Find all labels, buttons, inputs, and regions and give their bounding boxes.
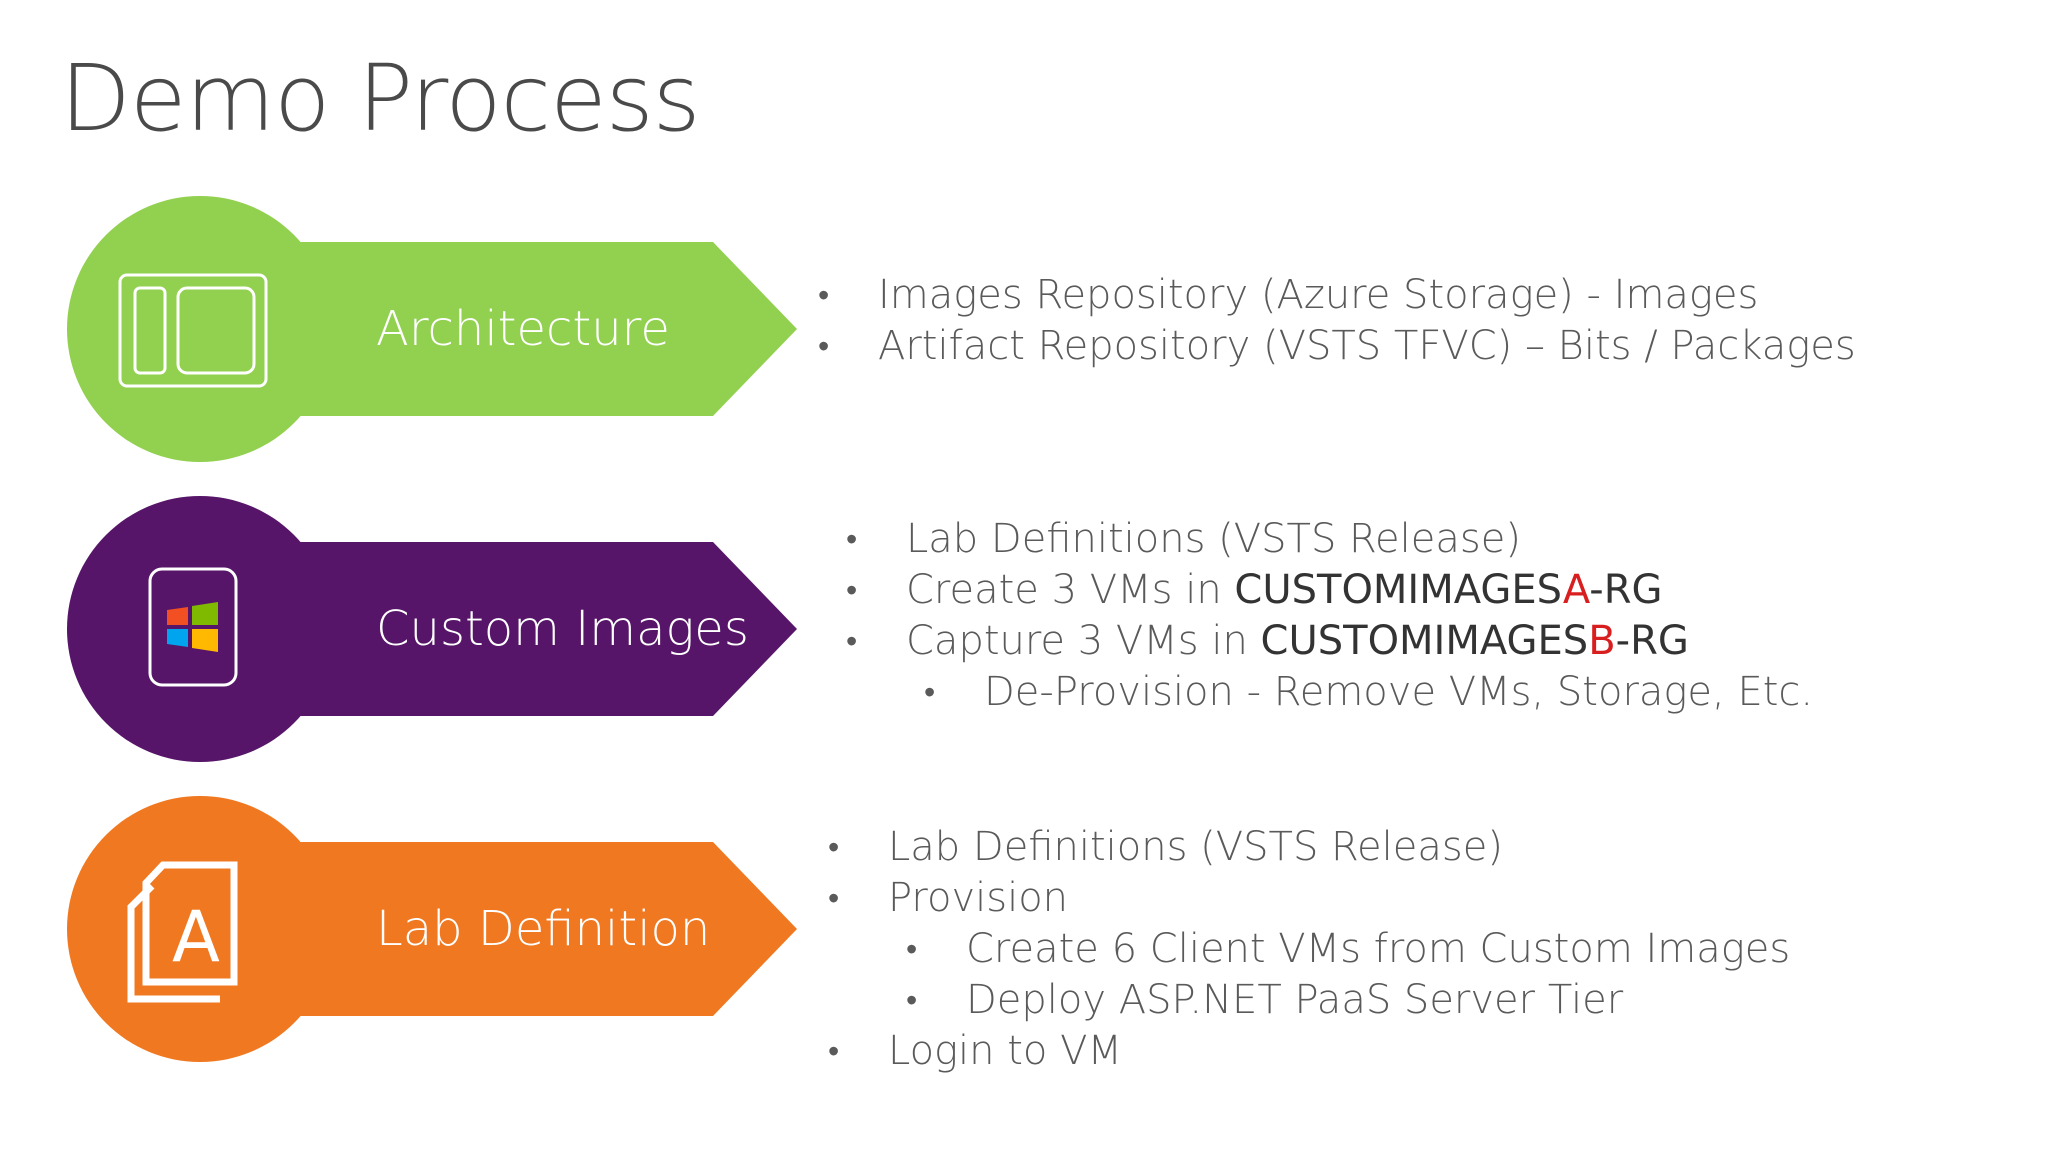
list-item: Capture 3 VMs in CUSTOMIMAGESB-RG: [846, 616, 1813, 667]
bullet-prefix: Create 3 VMs in: [906, 567, 1235, 613]
list-item: Create 3 VMs in CUSTOMIMAGESA-RG: [846, 565, 1813, 616]
list-item: Provision: [828, 873, 1790, 924]
bullet-prefix: Capture 3 VMs in: [906, 618, 1261, 664]
list-item: Deploy ASP.NET PaaS Server Tier: [906, 975, 1790, 1026]
resource-group-letter: A: [1562, 567, 1590, 613]
resource-group-suffix: -RG: [1615, 618, 1689, 664]
step-lab-definition-shape: A: [67, 796, 797, 1062]
list-item: Artifact Repository (VSTS TFVC) – Bits /…: [818, 321, 1856, 372]
resource-group-suffix: -RG: [1589, 567, 1663, 613]
list-item: Lab Definitions (VSTS Release): [828, 822, 1790, 873]
list-item: Create 6 Client VMs from Custom Images: [906, 924, 1790, 975]
step-architecture: Architecture: [0, 196, 2048, 462]
step-custom-images: Custom Images: [0, 496, 2048, 762]
layout-panels-icon: [118, 273, 268, 388]
document-a-icon: A: [127, 861, 238, 1003]
resource-group-name: CUSTOMIMAGES: [1260, 618, 1589, 664]
architecture-bullets: Images Repository (Azure Storage) - Imag…: [818, 270, 1856, 372]
step-architecture-shape: [67, 196, 797, 462]
step-custom-images-shape: [67, 496, 797, 762]
list-item: Lab Definitions (VSTS Release): [846, 514, 1813, 565]
windows-device-icon: [148, 567, 238, 687]
resource-group-letter: B: [1588, 618, 1616, 664]
list-item: Images Repository (Azure Storage) - Imag…: [818, 270, 1856, 321]
icon-letter: A: [172, 896, 220, 978]
lab-definition-bullets: Lab Definitions (VSTS Release) Provision…: [828, 822, 1790, 1077]
step-label-custom-images: Custom Images: [376, 601, 749, 657]
list-item: De-Provision - Remove VMs, Storage, Etc.: [924, 667, 1813, 718]
list-item: Login to VM: [828, 1026, 1790, 1077]
step-lab-definition: A Lab Definition: [0, 796, 2048, 1062]
resource-group-name: CUSTOMIMAGES: [1234, 567, 1563, 613]
step-label-architecture: Architecture: [376, 301, 670, 357]
custom-images-bullets: Lab Definitions (VSTS Release) Create 3 …: [846, 514, 1813, 718]
step-label-lab-definition: Lab Definition: [376, 901, 711, 957]
slide-title: Demo Process: [60, 45, 701, 152]
